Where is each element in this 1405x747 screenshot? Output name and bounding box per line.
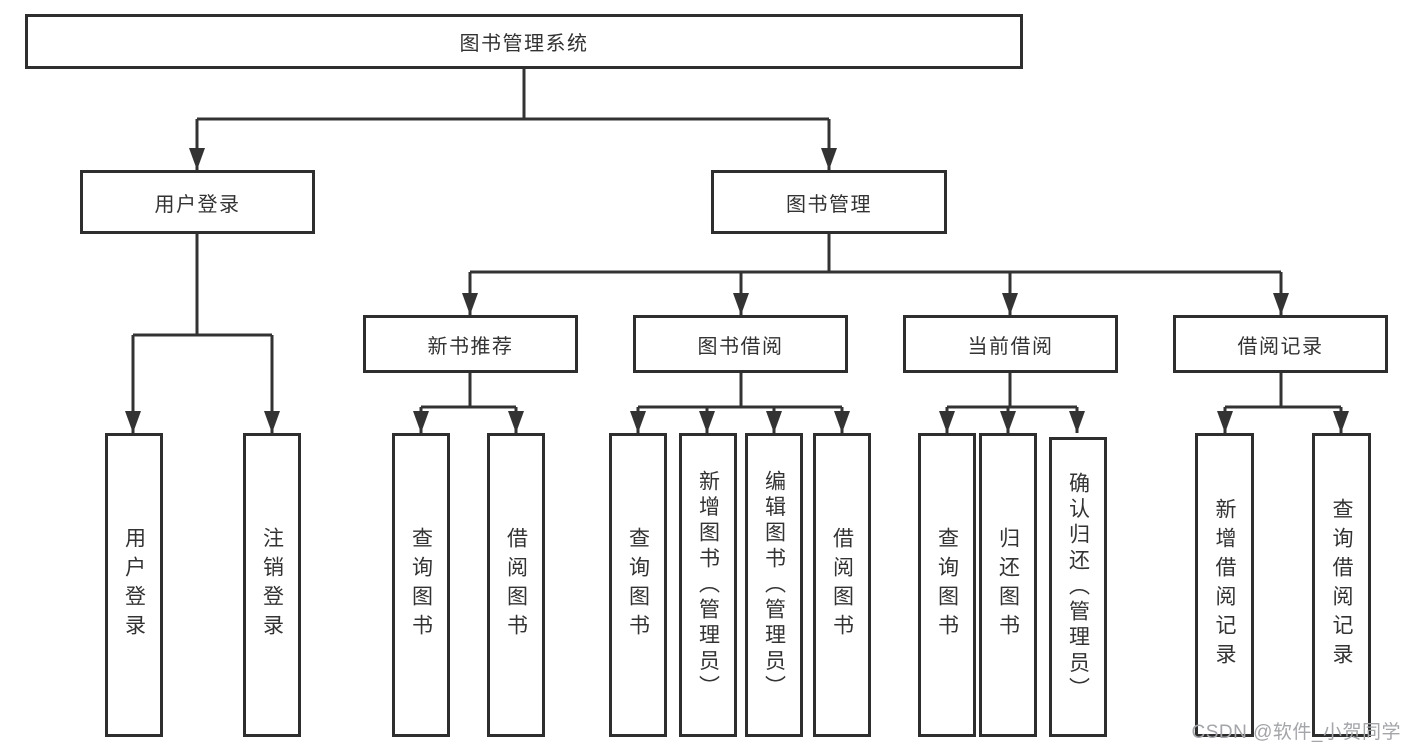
- leaf-borrow-books: 借阅图书: [487, 433, 545, 737]
- connector-bookmgmt-to-level3: [462, 234, 1289, 315]
- node-current-borrowing-label: 当前借阅: [967, 335, 1054, 358]
- leaf-query-borrow-record: 查询借阅记录: [1312, 433, 1371, 737]
- watermark-csdn: CSDN @软件_小贺同学: [1191, 722, 1401, 743]
- node-new-book-recommend-label: 新书推荐: [427, 335, 514, 358]
- leaf-user-login: 用户登录: [105, 433, 163, 737]
- leaf-return-books: 归还图书: [979, 433, 1037, 737]
- node-borrowing-records: 借阅记录: [1173, 315, 1388, 373]
- node-borrowing-records-label: 借阅记录: [1237, 335, 1324, 358]
- leaf-borrow-books: 借阅图书: [813, 433, 871, 737]
- leaf-query-books: 查询图书: [609, 433, 667, 737]
- node-user-login-label: 用户登录: [154, 193, 241, 216]
- connector-userlogin-to-leaves: [125, 234, 280, 433]
- leaf-edit-books-admin: 编辑图书（管理员）: [745, 433, 803, 737]
- leaf-query-books: 查询图书: [392, 433, 450, 737]
- connector-newbook-to-leaves: [413, 373, 524, 433]
- connector-borrowing-to-leaves: [630, 373, 850, 433]
- connector-current-to-leaves: [939, 373, 1085, 433]
- node-new-book-recommend: 新书推荐: [363, 315, 578, 373]
- connector-records-to-leaves: [1217, 373, 1349, 433]
- node-current-borrowing: 当前借阅: [903, 315, 1118, 373]
- node-root: 图书管理系统: [25, 14, 1023, 69]
- node-book-borrowing-label: 图书借阅: [697, 335, 784, 358]
- leaf-add-borrow-record: 新增借阅记录: [1195, 433, 1254, 737]
- leaf-confirm-return-admin: 确认归还（管理员）: [1049, 437, 1107, 737]
- node-book-management: 图书管理: [711, 170, 947, 234]
- leaf-logout: 注销登录: [243, 433, 301, 737]
- node-book-borrowing: 图书借阅: [633, 315, 848, 373]
- node-book-management-label: 图书管理: [786, 193, 872, 216]
- node-root-label: 图书管理系统: [459, 33, 589, 55]
- node-user-login: 用户登录: [80, 170, 315, 234]
- leaf-query-books: 查询图书: [918, 433, 976, 737]
- leaf-add-books-admin: 新增图书（管理员）: [679, 433, 737, 737]
- connector-root-to-level2: [189, 69, 837, 170]
